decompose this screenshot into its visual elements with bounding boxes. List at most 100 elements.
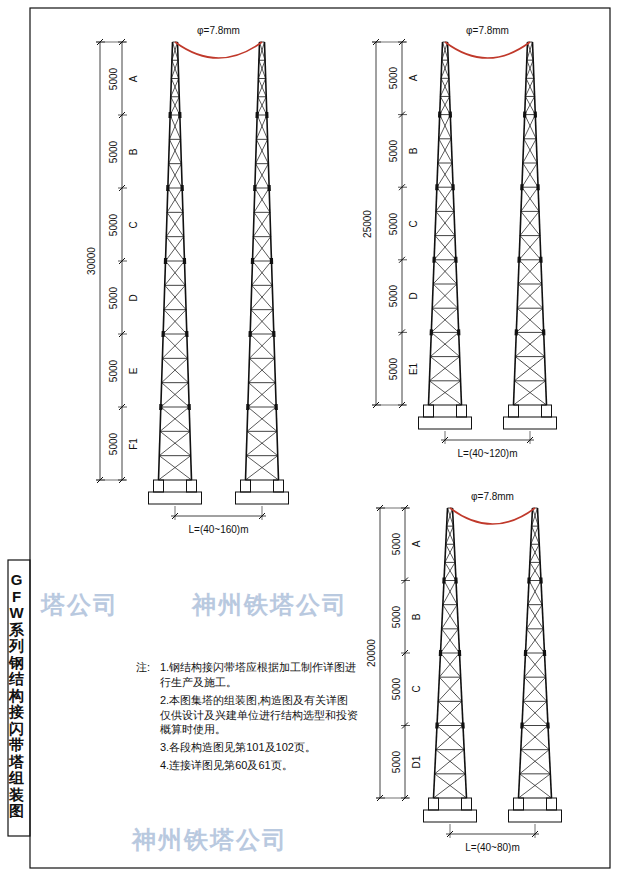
tower-strut bbox=[169, 163, 182, 164]
section-letter: D bbox=[408, 291, 419, 300]
tower-strut bbox=[249, 382, 276, 383]
segment-length: 5000 bbox=[388, 66, 399, 90]
dimension-tick bbox=[527, 437, 533, 443]
tower-brace bbox=[533, 508, 539, 526]
tower-brace bbox=[525, 78, 534, 96]
tower-strut bbox=[253, 261, 272, 262]
tower-brace bbox=[159, 431, 190, 455]
dimension-tick bbox=[447, 831, 453, 837]
tower-joint bbox=[166, 185, 169, 191]
dimension-line bbox=[446, 834, 539, 835]
tower-brace bbox=[168, 188, 183, 212]
extension-line bbox=[401, 653, 410, 654]
total-height: 30000 bbox=[86, 246, 97, 276]
tower-brace bbox=[249, 383, 277, 407]
tower-brace bbox=[171, 79, 179, 97]
tower-strut bbox=[249, 358, 274, 359]
tower-strut bbox=[434, 259, 456, 260]
tower-joint bbox=[267, 185, 270, 191]
tower-brace bbox=[251, 310, 274, 334]
tower-brace bbox=[165, 261, 185, 285]
tower-strut bbox=[162, 358, 187, 359]
tower-brace bbox=[169, 139, 181, 163]
tower-strut bbox=[167, 212, 183, 213]
tower-brace bbox=[440, 78, 449, 96]
tower-brace bbox=[249, 334, 273, 358]
tower-brace bbox=[521, 187, 538, 211]
tower-brace bbox=[441, 78, 450, 96]
tower-brace bbox=[435, 750, 465, 774]
tower-joint bbox=[534, 112, 537, 118]
foundation-footing bbox=[236, 492, 289, 504]
tower-strut bbox=[248, 407, 276, 408]
tower-brace bbox=[253, 261, 273, 285]
foundation-pier bbox=[457, 405, 467, 417]
tower-brace bbox=[439, 115, 451, 139]
tower-brace bbox=[515, 357, 545, 381]
tower-brace bbox=[429, 381, 461, 405]
tower-strut bbox=[171, 78, 178, 79]
tower-joint bbox=[248, 331, 251, 337]
extension-line bbox=[398, 114, 407, 115]
tower-brace bbox=[442, 629, 460, 653]
tower-brace bbox=[246, 431, 277, 455]
tower-strut bbox=[255, 188, 269, 189]
tower-brace bbox=[250, 310, 273, 334]
tower-brace bbox=[440, 115, 452, 139]
section-letter: B bbox=[128, 147, 139, 156]
foundation-pier bbox=[424, 405, 434, 417]
tower-brace bbox=[516, 308, 542, 332]
extension-line bbox=[96, 480, 126, 481]
tower-brace bbox=[523, 163, 538, 187]
tower-brace bbox=[172, 60, 179, 78]
tower-joint bbox=[442, 578, 445, 584]
section-letter: C bbox=[128, 220, 139, 229]
sheet-frame bbox=[30, 8, 610, 868]
tower-strut bbox=[521, 749, 549, 750]
lightning-strip bbox=[175, 42, 262, 58]
tower-brace bbox=[173, 42, 179, 60]
tower-joint bbox=[187, 404, 190, 410]
dimension-line bbox=[100, 42, 101, 480]
tower-brace bbox=[166, 261, 186, 285]
tower-brace bbox=[446, 544, 455, 562]
tower-brace bbox=[159, 456, 191, 480]
tower-brace bbox=[253, 237, 271, 261]
tower-brace bbox=[437, 701, 462, 725]
tower-strut bbox=[166, 236, 183, 237]
drawing-title: GFW系列钢结构接闪带塔组装图 bbox=[9, 572, 24, 820]
segment-length: 5000 bbox=[108, 358, 119, 382]
extension-line bbox=[376, 508, 409, 509]
segment-length: 5000 bbox=[391, 750, 402, 774]
tower-brace bbox=[442, 605, 458, 629]
tower-strut bbox=[524, 677, 545, 678]
tower-joint bbox=[432, 257, 435, 263]
extension-line bbox=[445, 431, 446, 444]
tower-brace bbox=[164, 310, 187, 334]
segment-length: 5000 bbox=[108, 66, 119, 90]
tower-brace bbox=[171, 60, 178, 78]
tower-strut bbox=[162, 382, 189, 383]
segment-length: 5000 bbox=[108, 285, 119, 309]
extension-line bbox=[175, 506, 176, 520]
tower-strut bbox=[438, 701, 462, 702]
tower-brace bbox=[526, 629, 544, 653]
tower-strut bbox=[528, 604, 542, 605]
tower-brace bbox=[249, 358, 275, 382]
tower-brace bbox=[161, 383, 189, 407]
extension-line bbox=[401, 580, 410, 581]
dimension-line bbox=[402, 42, 403, 405]
tower-brace bbox=[522, 726, 549, 750]
tower-brace bbox=[252, 285, 273, 309]
tower-strut bbox=[520, 235, 540, 236]
tower-strut bbox=[164, 309, 186, 310]
tower-strut bbox=[256, 139, 267, 140]
tower-brace bbox=[430, 357, 460, 381]
extension-line bbox=[398, 187, 407, 188]
tower-strut bbox=[163, 334, 187, 335]
tower-brace bbox=[443, 605, 459, 629]
watermark: 塔公司 bbox=[41, 592, 119, 618]
tower-joint bbox=[251, 258, 254, 264]
tower-brace bbox=[524, 677, 547, 701]
tower-brace bbox=[527, 42, 533, 60]
